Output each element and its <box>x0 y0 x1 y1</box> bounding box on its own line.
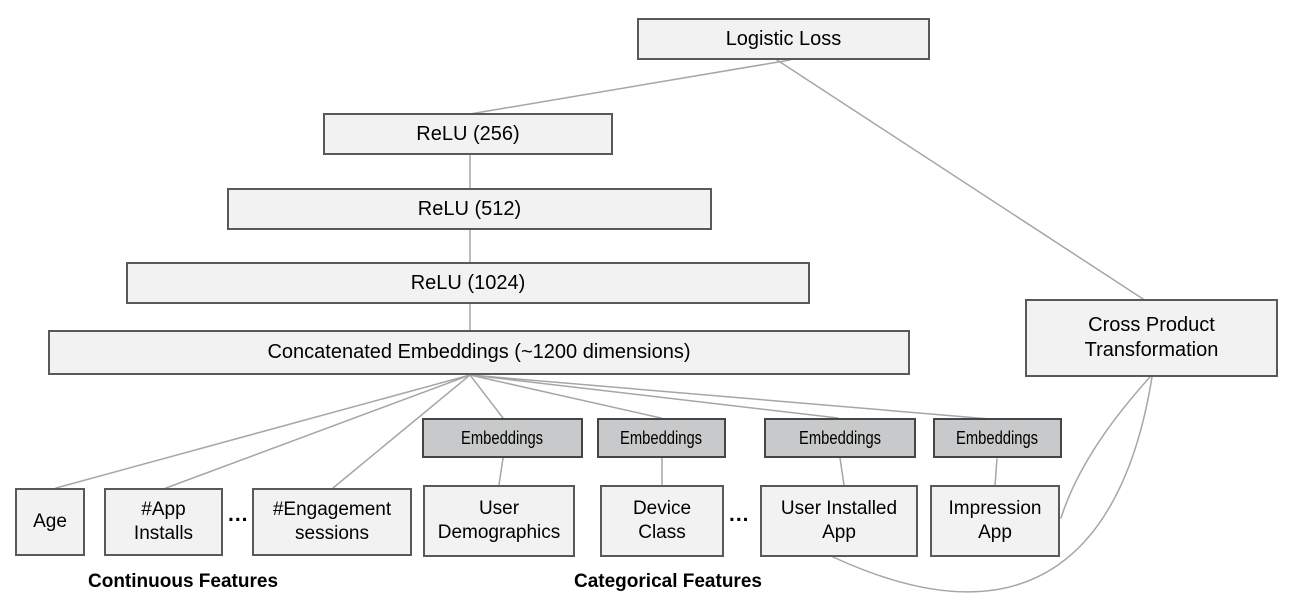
node-user-installed-app: User Installed App <box>760 485 918 557</box>
edge-logistic-loss-to-cross-product <box>776 59 1144 300</box>
node-device-class: Device Class <box>600 485 724 557</box>
embeddings-4-label: Embeddings <box>956 427 1039 448</box>
edge-logistic-loss-to-relu-256 <box>469 59 791 115</box>
embeddings-3-label: Embeddings <box>798 427 882 448</box>
node-age: Age <box>15 488 85 556</box>
node-user-demographics: User Demographics <box>423 485 575 557</box>
edge-cross-product-to-impression-app <box>1060 376 1151 519</box>
node-embeddings-3: Embeddings <box>764 418 916 458</box>
edge-embeddings-1-to-user-demographics <box>498 457 504 486</box>
node-app-installs: #App Installs <box>104 488 223 556</box>
node-impression-app: Impression App <box>930 485 1060 557</box>
embeddings-1-label: Embeddings <box>461 427 544 448</box>
label-categorical-features: Categorical Features <box>574 571 762 592</box>
label-continuous-features: Continuous Features <box>88 571 279 592</box>
ellipsis-continuous: ... <box>228 503 249 526</box>
node-logistic-loss: Logistic Loss <box>637 18 930 60</box>
edge-embeddings-4-to-impression-app <box>994 458 998 486</box>
node-embeddings-1: Embeddings <box>422 418 583 458</box>
node-engagement-sessions: #Engagement sessions <box>252 488 412 556</box>
ellipsis-categorical: ... <box>729 503 750 526</box>
node-relu-1024: ReLU (1024) <box>126 262 810 304</box>
edge-concatenated-to-app-installs <box>165 374 471 489</box>
edge-cross-product-to-user-installed-app <box>832 376 1153 593</box>
edge-embeddings-3-to-user-installed-app <box>839 457 845 486</box>
edge-concatenated-to-embeddings-4 <box>469 374 991 420</box>
edge-concatenated-to-age <box>55 374 471 489</box>
node-embeddings-4: Embeddings <box>933 418 1062 458</box>
node-cross-product-transformation: Cross Product Transformation <box>1025 299 1278 377</box>
edge-concatenated-to-embeddings-3 <box>469 374 839 419</box>
edge-concatenated-to-embeddings-1 <box>469 374 504 419</box>
node-relu-512: ReLU (512) <box>227 188 712 230</box>
node-concatenated-embeddings: Concatenated Embeddings (~1200 dimension… <box>48 330 910 375</box>
node-relu-256: ReLU (256) <box>323 113 613 155</box>
edge-concatenated-to-embeddings-2 <box>469 374 662 419</box>
edge-concatenated-to-engagement-sessions <box>332 374 471 489</box>
node-embeddings-2: Embeddings <box>597 418 726 458</box>
embeddings-2-label: Embeddings <box>620 427 703 448</box>
